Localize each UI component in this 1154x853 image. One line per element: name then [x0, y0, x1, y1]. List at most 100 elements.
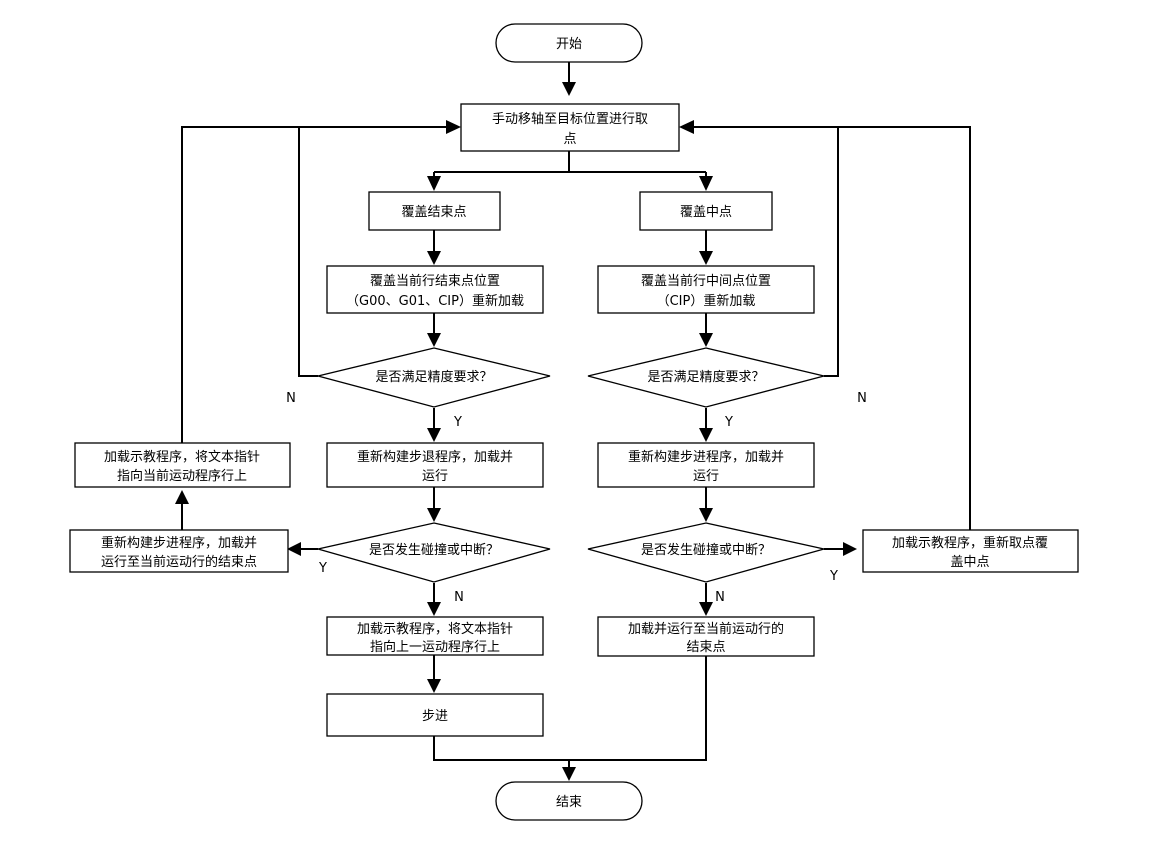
arrowhead	[446, 120, 461, 134]
branch-label-y: Y	[829, 569, 838, 584]
collision-left-label: 是否发生碰撞或中断？	[369, 542, 499, 558]
precision-left-label: 是否满足精度要求？	[375, 369, 492, 385]
arrowhead	[287, 542, 301, 556]
cover-mid-shape	[639, 191, 773, 231]
load-prev-label: 指向上一运动程序行上	[370, 639, 500, 655]
load-current-shape	[74, 442, 291, 488]
step-shape	[326, 693, 544, 737]
branch-label-n: N	[715, 590, 725, 605]
rebuild-fwd-shape	[597, 442, 815, 488]
arrowhead	[427, 428, 441, 442]
precision-right-shape	[587, 347, 825, 408]
arrowheads	[175, 82, 857, 781]
arrowhead	[699, 176, 713, 191]
collision-right-decision: 是否发生碰撞或中断？	[587, 522, 825, 583]
load-prev-box: 加载示教程序，将文本指针 指向上一运动程序行上	[326, 616, 544, 656]
load-current-box: 加载示教程序，将文本指针 指向当前运动程序行上	[74, 442, 291, 488]
collision-left-shape	[317, 522, 551, 583]
end-shape	[495, 781, 643, 821]
connector-far-left-loop	[181, 126, 299, 443]
pick-point-label: 点	[563, 132, 576, 147]
rebuild-fwd-label: 运行	[693, 469, 719, 484]
cover-end-shape	[368, 191, 501, 231]
cover-end-detail-shape	[326, 265, 544, 314]
arrowhead	[843, 542, 857, 556]
branch-label-n: N	[454, 590, 464, 605]
reload-pick-label: 加载示教程序，重新取点覆	[892, 535, 1048, 551]
rebuild-back-box: 重新构建步退程序，加载并 运行	[326, 442, 544, 488]
end-label: 结束	[556, 795, 582, 810]
cover-mid-detail-label: 覆盖当前行中间点位置	[641, 273, 771, 289]
arrowhead	[427, 176, 441, 191]
branch-label-y: Y	[318, 561, 327, 576]
arrowhead	[699, 602, 713, 616]
arrowhead	[427, 333, 441, 347]
cover-end-label: 覆盖结束点	[401, 205, 466, 220]
cover-mid-detail-label: （CIP）重新加载	[657, 293, 756, 309]
cover-mid-label: 覆盖中点	[680, 205, 732, 220]
connector-right-n-loop	[690, 126, 839, 377]
cover-end-detail-box: 覆盖当前行结束点位置 （G00、G01、CIP）重新加载	[326, 265, 544, 314]
start-terminal: 开始	[495, 23, 643, 63]
branch-label-n: N	[286, 391, 296, 406]
arrowhead	[427, 508, 441, 522]
load-run-end-label: 结束点	[686, 640, 725, 655]
load-run-end-box: 加载并运行至当前运动行的 结束点	[597, 616, 815, 657]
cover-mid-box: 覆盖中点	[639, 191, 773, 231]
arrowhead	[679, 120, 694, 134]
branch-label-n: N	[857, 391, 867, 406]
load-run-end-label: 加载并运行至当前运动行的	[628, 621, 784, 637]
rebuild-back-label: 重新构建步退程序，加载并	[357, 449, 513, 465]
arrowhead	[175, 490, 189, 504]
connector-right-merge	[569, 656, 707, 761]
pick-point-label: 手动移轴至目标位置进行取	[492, 112, 648, 127]
rebuild-run-end-shape	[69, 529, 289, 573]
reload-pick-label: 盖中点	[950, 555, 989, 570]
reload-pick-shape	[862, 529, 1079, 573]
arrowhead	[699, 333, 713, 347]
load-prev-shape	[326, 616, 544, 656]
reload-pick-box: 加载示教程序，重新取点覆 盖中点	[862, 529, 1079, 573]
step-box: 步进	[326, 693, 544, 737]
start-label: 开始	[556, 37, 582, 52]
connector-step-merge	[433, 736, 569, 761]
end-terminal: 结束	[495, 781, 643, 821]
load-current-label: 指向当前运动程序行上	[117, 468, 247, 484]
branch-label-y: Y	[453, 415, 462, 430]
precision-right-label: 是否满足精度要求？	[647, 369, 764, 385]
cover-end-detail-label: 覆盖当前行结束点位置	[370, 273, 500, 289]
arrowhead	[699, 508, 713, 522]
rebuild-run-end-label: 运行至当前运动行的结束点	[101, 554, 257, 570]
rebuild-fwd-label: 重新构建步进程序，加载并	[628, 449, 784, 465]
rebuild-back-label: 运行	[422, 469, 448, 484]
precision-right-decision: 是否满足精度要求？	[587, 347, 825, 408]
precision-left-decision: 是否满足精度要求？	[317, 347, 551, 408]
collision-right-label: 是否发生碰撞或中断？	[641, 542, 771, 558]
arrowhead	[562, 767, 576, 781]
load-current-label: 加载示教程序，将文本指针	[104, 449, 260, 465]
precision-left-shape	[317, 347, 551, 408]
pick-point-shape	[460, 103, 680, 152]
branch-label-y: Y	[724, 415, 733, 430]
cover-end-detail-label: （G00、G01、CIP）重新加载	[346, 293, 524, 309]
pick-point-box: 手动移轴至目标位置进行取 点	[460, 103, 680, 152]
rebuild-run-end-label: 重新构建步进程序，加载并	[101, 535, 257, 551]
connector-far-right-loop	[838, 126, 971, 530]
cover-mid-detail-shape	[597, 265, 815, 314]
connectors	[181, 62, 971, 773]
arrowhead	[699, 428, 713, 442]
arrowhead	[427, 251, 441, 265]
arrowhead	[699, 251, 713, 265]
cover-mid-detail-box: 覆盖当前行中间点位置 （CIP）重新加载	[597, 265, 815, 314]
step-label: 步进	[422, 709, 448, 724]
rebuild-fwd-box: 重新构建步进程序，加载并 运行	[597, 442, 815, 488]
load-prev-label: 加载示教程序，将文本指针	[357, 621, 513, 637]
rebuild-run-end-box: 重新构建步进程序，加载并 运行至当前运动行的结束点	[69, 529, 289, 573]
arrowhead	[562, 82, 576, 96]
branch-labels: N N Y Y Y Y N N	[286, 391, 867, 605]
collision-left-decision: 是否发生碰撞或中断？	[317, 522, 551, 583]
load-run-end-shape	[597, 616, 815, 657]
connector-left-n-loop	[298, 126, 450, 377]
arrowhead	[427, 602, 441, 616]
